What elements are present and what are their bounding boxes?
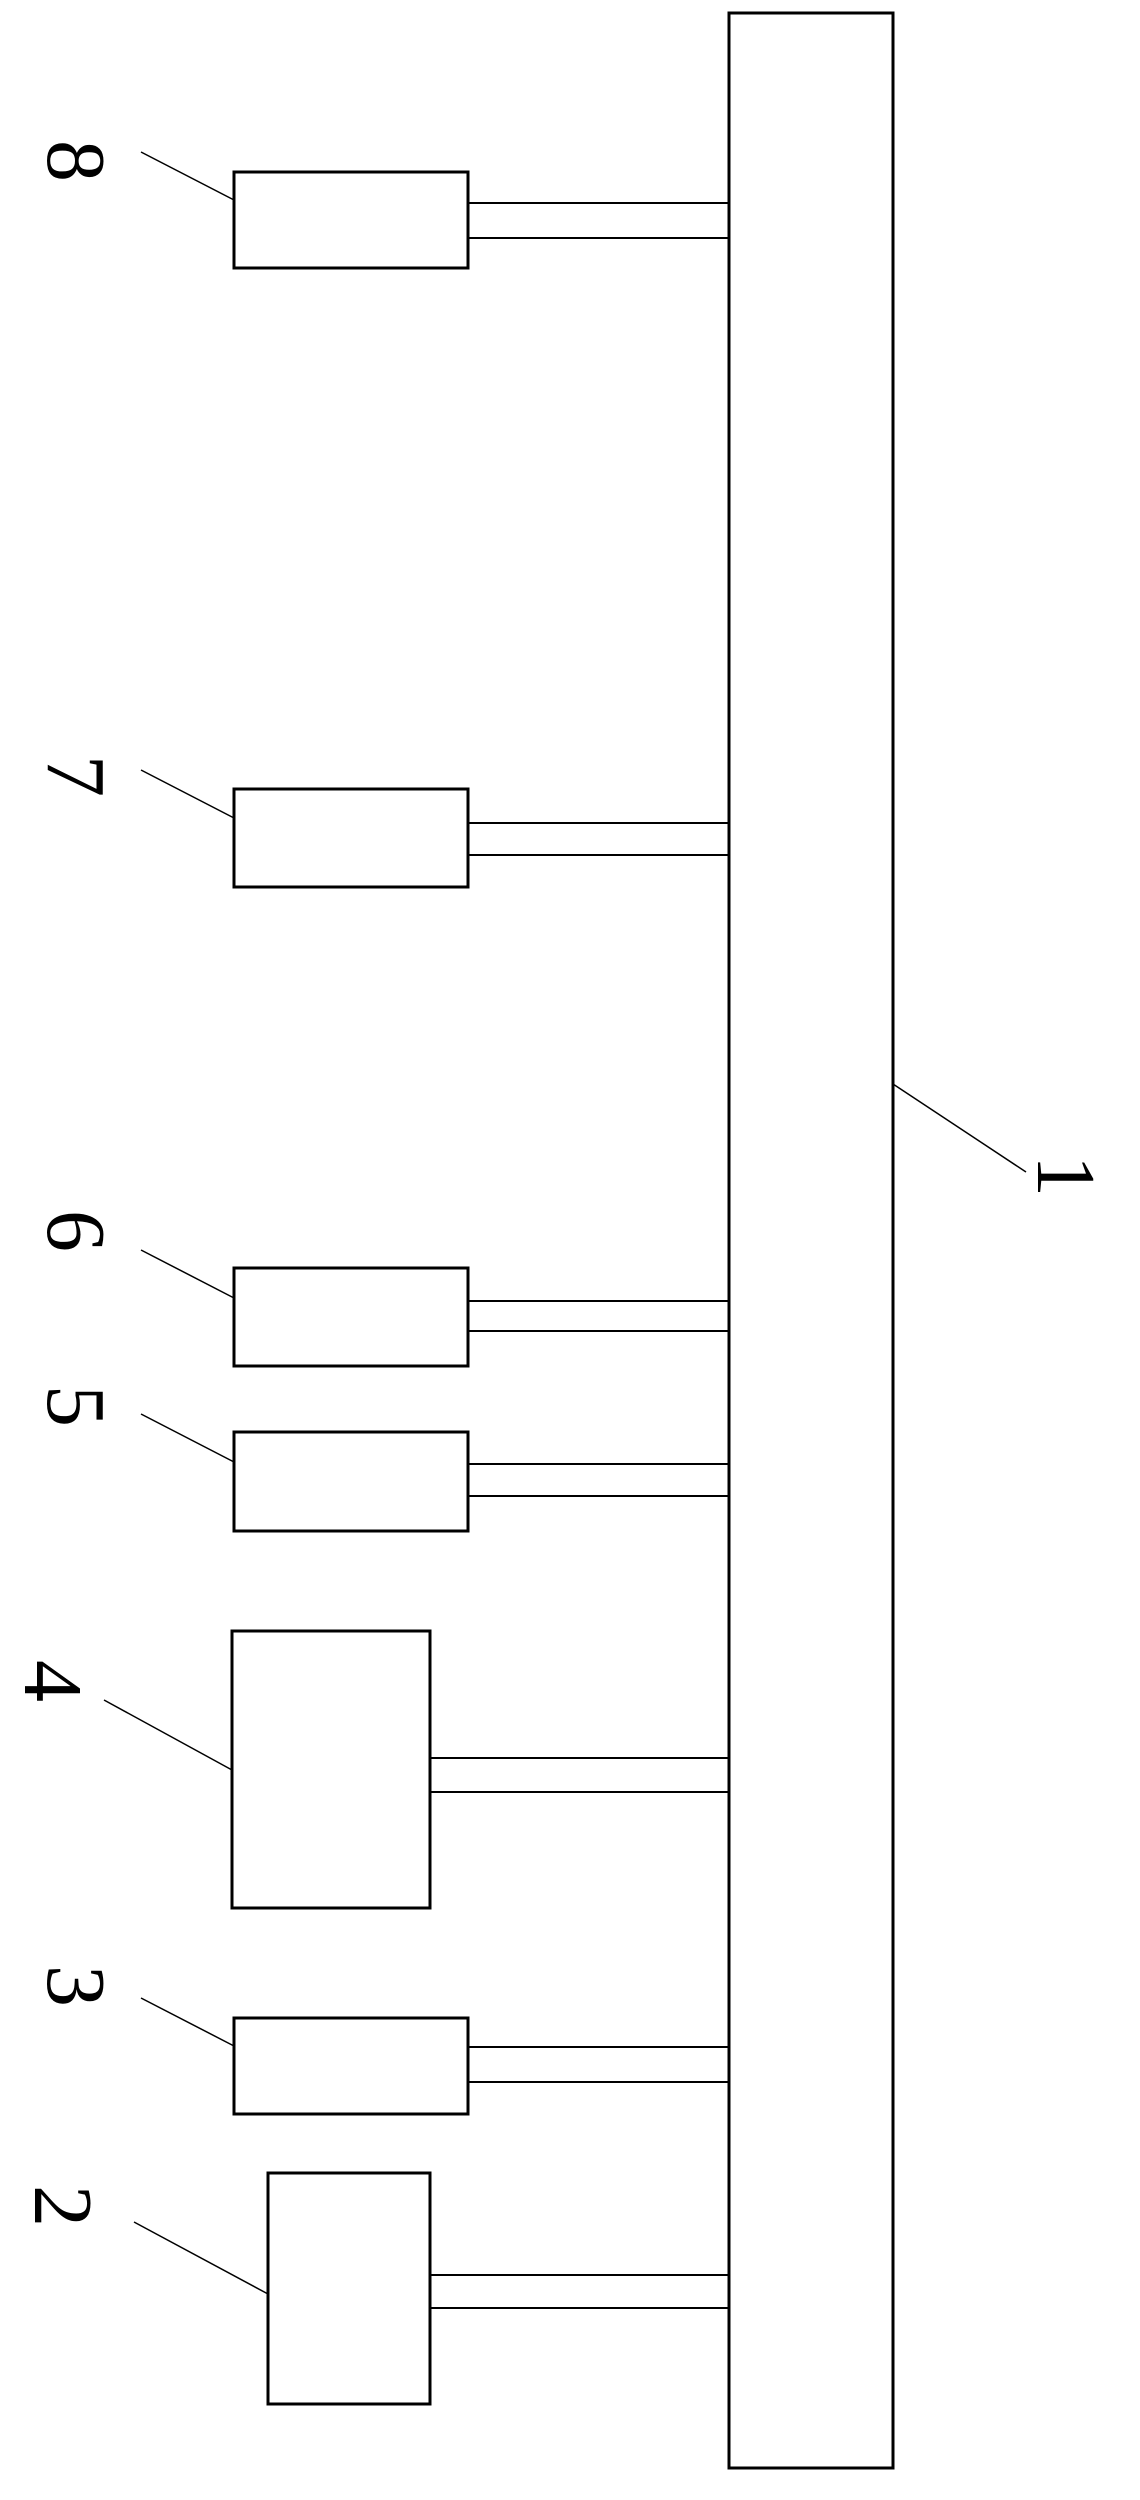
leader-line-1 [893,1084,1026,1172]
label-7: 7 [29,755,122,797]
label-3: 3 [29,1965,122,2007]
label-4: 4 [6,1660,99,1702]
label-5: 5 [29,1385,122,1427]
label-1: 1 [1019,1155,1112,1197]
component-2 [134,2173,729,2404]
main-bar-1 [729,13,893,2468]
component-6 [141,1250,729,1366]
label-2: 2 [16,2185,109,2227]
component-7 [141,770,729,887]
component-5 [141,1414,729,1531]
component-3 [141,1998,729,2114]
label-6: 6 [29,1210,122,1252]
component-4 [104,1631,729,1908]
label-8: 8 [29,140,122,182]
component-8 [141,152,729,268]
